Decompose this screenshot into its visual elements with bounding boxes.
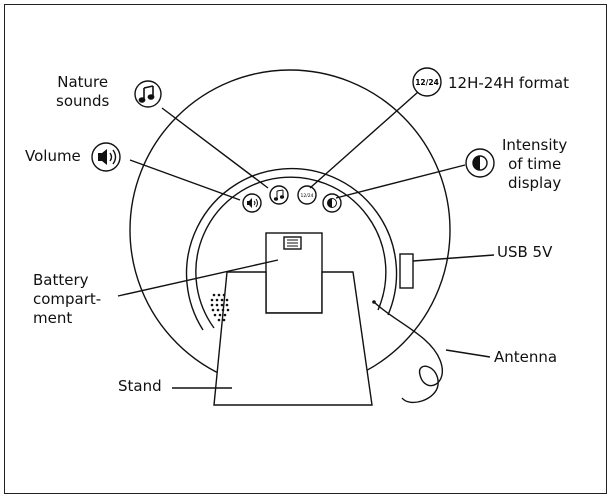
diagram-frame	[4, 4, 607, 494]
label-battery-line-2: compart-	[33, 290, 102, 308]
format-icon	[412, 67, 442, 97]
label-intensity-line-2: of time	[508, 155, 562, 173]
usb-port	[399, 253, 414, 289]
leader-nature	[161, 107, 269, 189]
inner-ring-2	[195, 176, 387, 329]
small-contrast-icon	[322, 193, 342, 213]
label-usb: USB 5V	[497, 243, 553, 261]
label-battery-line-3: ment	[33, 309, 73, 327]
speaker-grille	[210, 293, 230, 322]
label-intensity-line-3: display	[508, 174, 562, 192]
leader-usb	[412, 254, 495, 262]
leader-battery	[117, 259, 279, 297]
stand	[213, 271, 373, 406]
small-volume-icon	[242, 193, 262, 213]
battery-latch	[283, 236, 302, 250]
battery-compartment	[265, 232, 323, 314]
label-volume: Volume	[25, 147, 81, 165]
inner-ring	[185, 167, 398, 331]
small-format-icon	[297, 185, 317, 205]
label-battery-line-1: Battery	[33, 271, 89, 289]
label-antenna: Antenna	[494, 348, 558, 366]
small-music-note-icon	[269, 185, 289, 205]
leader-intensity	[335, 164, 466, 199]
leader-format	[309, 91, 419, 189]
leader-antenna	[445, 349, 491, 358]
small-format-icon-text: 12/24	[301, 193, 314, 199]
volume-icon	[91, 142, 121, 172]
label-nature-line-1: Nature	[57, 73, 109, 91]
battery-latch-stripes	[287, 239, 298, 247]
label-format: 12H-24H format	[448, 74, 569, 92]
contrast-icon	[465, 148, 495, 178]
antenna-wire	[373, 301, 443, 403]
label-intensity-line-1: Intensity	[502, 136, 568, 154]
label-intensity: Intensity of time display	[502, 136, 567, 193]
label-nature-sounds: Nature sounds	[56, 73, 109, 111]
label-stand: Stand	[118, 377, 162, 395]
leader-volume	[129, 159, 241, 201]
format-icon-text: 12/24	[415, 78, 439, 87]
label-battery: Battery compart- ment	[33, 271, 101, 328]
music-note-icon	[134, 80, 162, 108]
label-nature-line-2: sounds	[56, 92, 110, 110]
